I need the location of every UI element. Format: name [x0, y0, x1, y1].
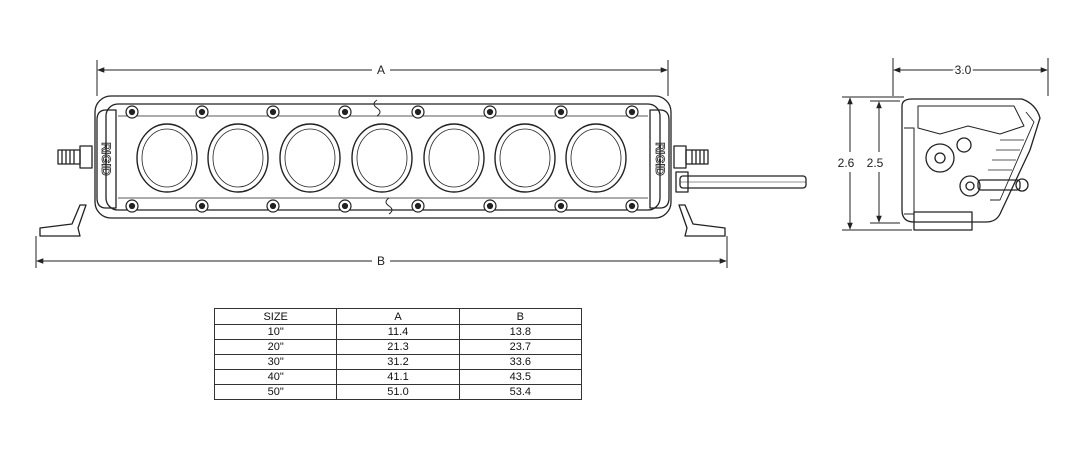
left-brand-mark: RIGID	[99, 142, 113, 176]
cell-a: 51.0	[336, 384, 460, 400]
right-end-stud	[673, 145, 709, 169]
size-dimension-table: SIZE A B 10" 11.4 13.8 20" 21.3 23.7 30"…	[213, 308, 583, 400]
lens	[565, 123, 627, 193]
cell-b: 43.5	[458, 369, 583, 385]
table-row: 30" 31.2 33.6	[213, 354, 583, 370]
right-mount-bracket	[678, 204, 726, 237]
dimension-b	[35, 236, 728, 268]
lens	[279, 123, 341, 193]
light-bar-front-view	[39, 95, 807, 237]
cell-size: 20"	[213, 339, 338, 355]
left-end-stud	[57, 145, 93, 169]
cell-b: 33.6	[458, 354, 583, 370]
cell-size: 50"	[213, 384, 338, 400]
cell-a: 11.4	[336, 324, 460, 340]
cell-size: 30"	[213, 354, 338, 370]
power-cable	[675, 171, 807, 193]
left-end-cap	[96, 109, 117, 209]
cell-b: 53.4	[458, 384, 583, 400]
left-mount-bracket	[39, 204, 87, 237]
housing-outer	[94, 95, 672, 219]
lens	[494, 123, 556, 193]
column-header-size: SIZE	[213, 308, 338, 325]
dimension-side-height-inner	[870, 100, 900, 224]
housing-inner	[105, 103, 661, 211]
cell-a: 41.1	[336, 369, 460, 385]
column-header-b: B	[458, 308, 583, 325]
lens-row	[136, 123, 627, 193]
dimension-a	[96, 60, 669, 96]
side-height-outer-label: 2.6	[838, 156, 855, 170]
cell-size: 40"	[213, 369, 338, 385]
top-break-mark	[373, 99, 381, 117]
lens	[351, 123, 413, 193]
dimension-b-label: B	[377, 254, 385, 268]
lens	[136, 123, 198, 193]
cell-a: 21.3	[336, 339, 460, 355]
column-header-a: A	[336, 308, 460, 325]
right-end-cap	[649, 109, 670, 209]
cell-size: 10"	[213, 324, 338, 340]
table-row: 20" 21.3 23.7	[213, 339, 583, 355]
side-height-inner-label: 2.5	[867, 156, 884, 170]
side-depth-label: 3.0	[955, 63, 972, 77]
bottom-break-mark	[385, 197, 393, 215]
cell-a: 31.2	[336, 354, 460, 370]
lens	[207, 123, 269, 193]
screw-row-top	[125, 105, 639, 119]
table-row: 50" 51.0 53.4	[213, 384, 583, 400]
table-header-row: SIZE A B	[213, 308, 583, 325]
dimension-a-label: A	[377, 63, 385, 77]
cell-b: 23.7	[458, 339, 583, 355]
right-brand-mark: RIGID	[653, 142, 667, 176]
dimension-side-height-outer	[842, 96, 912, 231]
screw-row-bottom	[125, 199, 639, 213]
table-row: 40" 41.1 43.5	[213, 369, 583, 385]
lens	[423, 123, 485, 193]
dimension-side-depth	[892, 58, 1049, 96]
cell-b: 13.8	[458, 324, 583, 340]
table-row: 10" 11.4 13.8	[213, 324, 583, 340]
light-bar-side-view	[901, 98, 1041, 231]
